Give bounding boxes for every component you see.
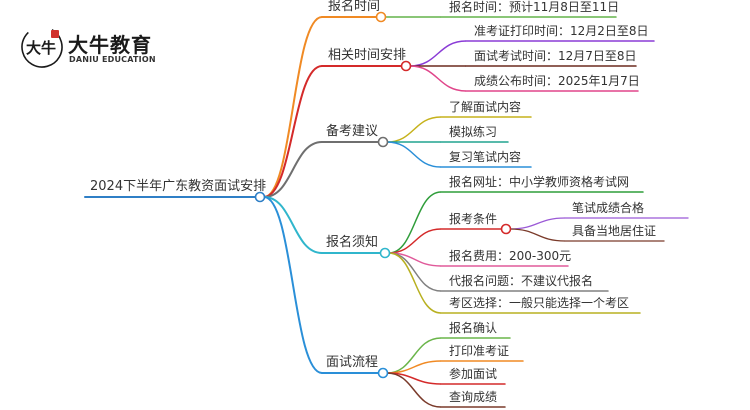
subtopic: 报考条件 — [449, 212, 498, 226]
branch-collapse-node[interactable] — [379, 247, 391, 259]
leaf-topic: 具备当地居住证 — [572, 224, 657, 238]
subtopic-connector — [409, 40, 467, 67]
subtopic: 报名确认 — [449, 321, 498, 335]
branch-topic: 报名时间 — [328, 0, 381, 14]
subtopic-connector — [386, 372, 442, 408]
subtopic-connector — [386, 116, 442, 143]
subtopic-connector — [388, 252, 442, 314]
logo-mark-text: 大牛 — [26, 39, 56, 57]
leaf-connector — [509, 217, 566, 230]
subtopic: 报名网址：中小学教师资格考试网 — [449, 175, 630, 189]
branch-collapse-node[interactable] — [375, 11, 387, 23]
branch-connector — [263, 196, 323, 374]
branch-connector — [263, 141, 323, 198]
logo-mark-icon: 大牛 — [21, 26, 63, 68]
branch-topic: 报名须知 — [326, 235, 379, 250]
branch-connector — [263, 65, 323, 198]
subtopic: 复习笔试内容 — [449, 150, 522, 164]
logo-name-en: DANIU EDUCATION — [69, 55, 156, 64]
logo-name: 大牛教育 — [68, 33, 152, 57]
subtopic: 代报名问题：不建议代报名 — [449, 274, 594, 288]
subtopic: 准考证打印时间：12月2日至8日 — [474, 24, 649, 38]
subtopic: 成绩公布时间：2025年1月7日 — [474, 74, 640, 88]
subtopic: 了解面试内容 — [449, 100, 522, 114]
root-topic: 2024下半年广东教资面试安排 — [90, 179, 267, 194]
branch-topic: 面试流程 — [326, 355, 379, 370]
branch-collapse-node[interactable] — [377, 136, 389, 148]
subtopic-connector — [388, 228, 442, 254]
root-collapse-node[interactable] — [254, 191, 266, 203]
subtopic: 面试考试时间：12月7日至8日 — [474, 49, 637, 63]
subtopic: 报名费用：200-300元 — [449, 249, 572, 263]
subtopic: 参加面试 — [449, 367, 498, 381]
branch-connector — [263, 196, 323, 254]
leaf-connector — [509, 228, 566, 242]
branch-topic: 备考建议 — [326, 124, 379, 139]
subtopic: 报名时间：预计11月8日至11日 — [449, 0, 620, 14]
branch-collapse-node[interactable] — [377, 367, 389, 379]
subtopic-connector — [409, 65, 467, 92]
brand-logo: 大牛 大牛教育 DANIU EDUCATION — [20, 25, 170, 71]
subtopic: 打印准考证 — [449, 344, 510, 358]
logo-seal — [51, 30, 59, 38]
subtopic-connector — [386, 141, 442, 168]
subtopic-collapse-node[interactable] — [500, 223, 512, 235]
branch-collapse-node[interactable] — [400, 60, 412, 72]
subtopic: 考区选择：一般只能选择一个考区 — [449, 296, 630, 310]
subtopic: 查询成绩 — [449, 390, 498, 404]
leaf-topic: 笔试成绩合格 — [572, 201, 645, 215]
subtopic-connector — [388, 191, 442, 254]
branch-topic: 相关时间安排 — [328, 48, 407, 63]
branch-connector — [263, 16, 323, 198]
subtopic: 模拟练习 — [449, 125, 498, 139]
